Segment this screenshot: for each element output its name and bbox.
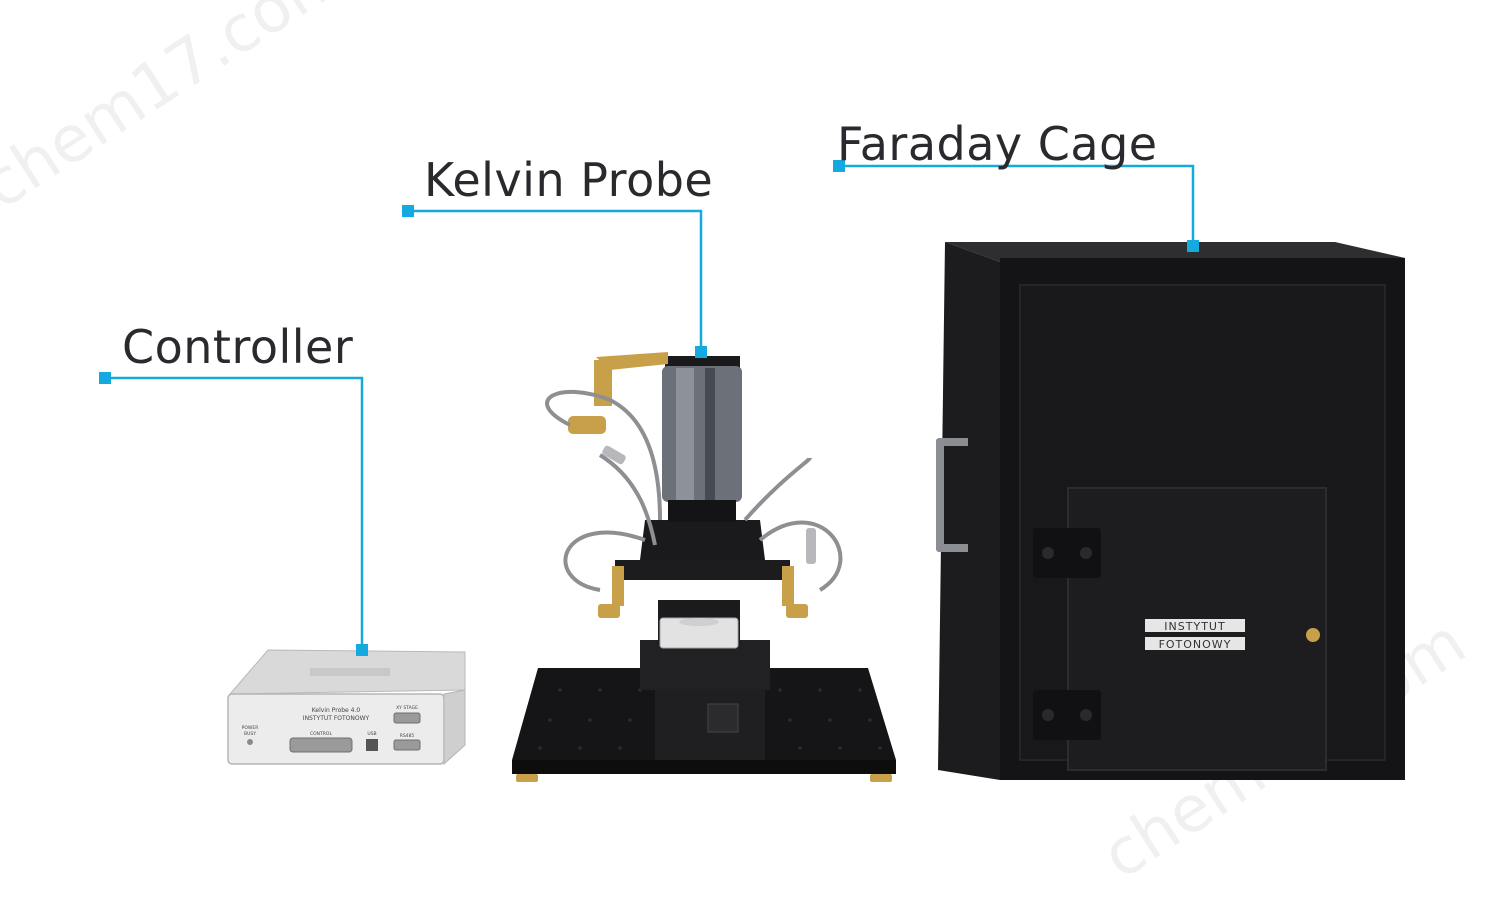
- callout-faraday-cage: [833, 160, 1199, 252]
- cage-plate-line2: FOTONOWY: [1159, 638, 1232, 651]
- kelvin-probe-unit: [512, 352, 896, 782]
- power-label: POWER: [242, 725, 259, 731]
- port-rs-label: RS485: [400, 733, 415, 739]
- label-kelvin-probe: Kelvin Probe: [424, 153, 714, 207]
- cage-plate-line1: INSTYTUT: [1164, 620, 1225, 633]
- label-controller: Controller: [122, 320, 354, 374]
- controller-unit: Kelvin Probe 4.0 INSTYTUT FOTONOWY XY ST…: [227, 649, 466, 766]
- faraday-cage-unit: INSTYTUT FOTONOWY: [936, 242, 1405, 780]
- busy-label: BUSY: [244, 731, 256, 737]
- port-usb-label: USB: [367, 731, 376, 737]
- controller-brand: INSTYTUT FOTONOWY: [303, 715, 370, 722]
- callout-kelvin-probe: [402, 205, 707, 358]
- callout-controller: [99, 372, 368, 656]
- port-control-label: CONTROL: [310, 731, 332, 737]
- label-faraday-cage: Faraday Cage: [837, 117, 1158, 171]
- port-xy-label: XY STAGE: [396, 705, 418, 711]
- controller-title: Kelvin Probe 4.0: [312, 707, 361, 714]
